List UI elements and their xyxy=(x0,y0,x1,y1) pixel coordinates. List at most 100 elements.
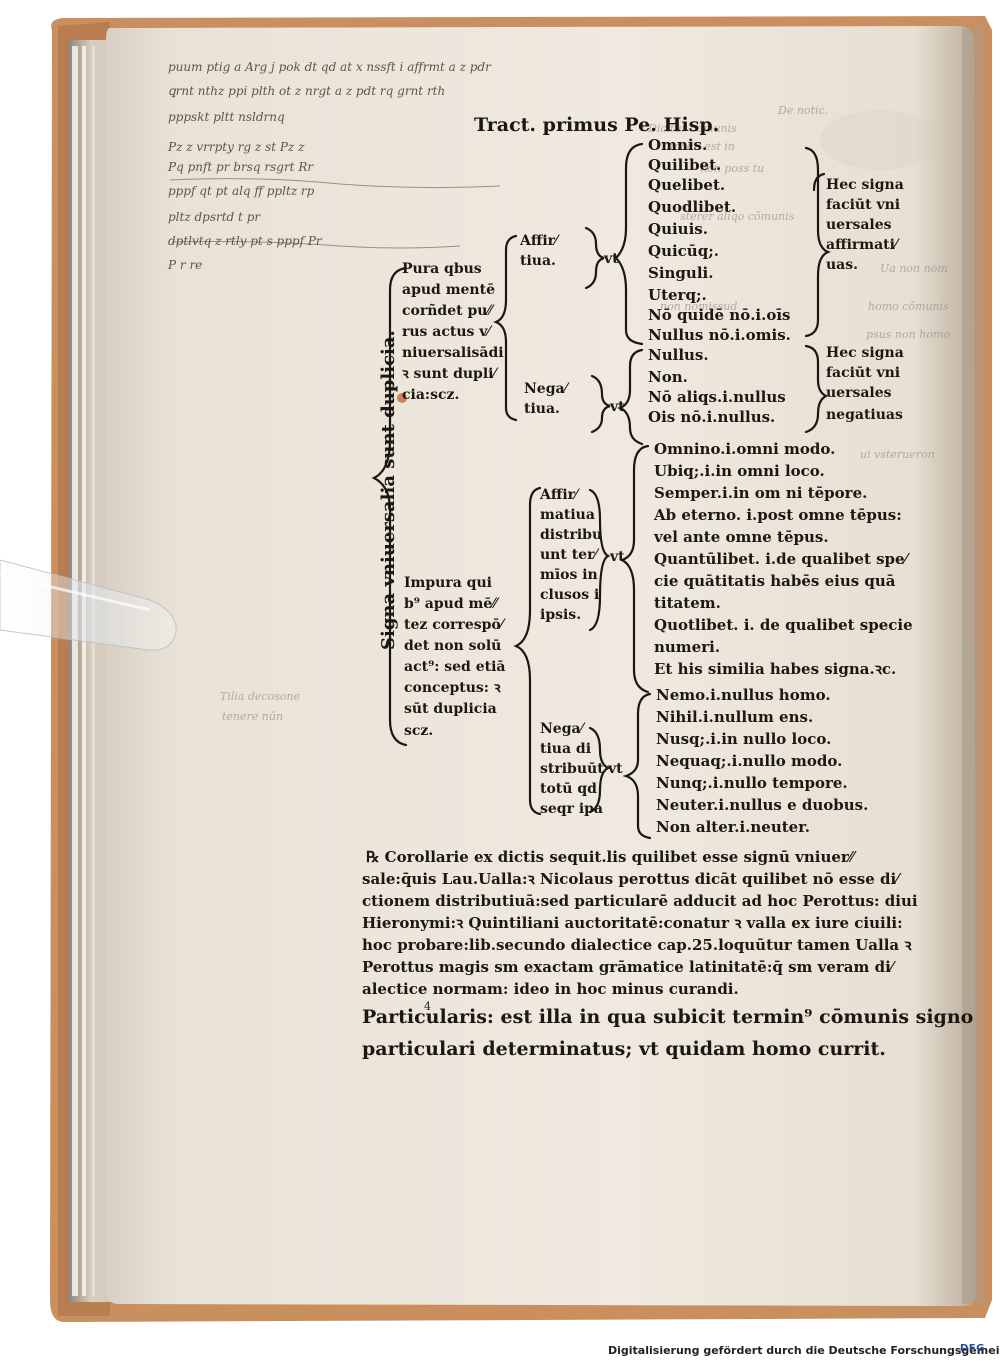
impura-affirmatiua-label: Affir⁄ xyxy=(540,487,578,503)
negatiua-note: uersales xyxy=(826,385,892,401)
pura-negatiua-label: Nega⁄ xyxy=(524,381,567,397)
pura-affirmatiua-label: tiua. xyxy=(520,253,556,269)
sign-word: Non. xyxy=(648,368,688,386)
sign-word: Nemo.i.nullus homo. xyxy=(656,686,831,704)
marginalia-line: puum ptig a Arg j pok dt qd at x nssft i… xyxy=(168,60,491,74)
marginalia-line: dptlvtq z rtly pt s pppf Pr xyxy=(168,234,322,248)
sign-word: Singuli. xyxy=(648,264,714,282)
sign-word: Nullus nō.i.omis. xyxy=(648,326,791,344)
affirmatiua-note: uas. xyxy=(826,257,859,273)
funding-credit: Digitalisierung gefördert durch die Deut… xyxy=(608,1344,1000,1357)
sign-word: Omnino.i.omni modo. xyxy=(654,440,836,458)
impura-text-line: sūt duplicia xyxy=(404,701,497,717)
sign-word: Et his similia habes signa.ꝛc. xyxy=(654,660,897,678)
affirmatiua-note: affirmati⁄ xyxy=(826,237,898,253)
sign-word: Nō quidē nō.i.oīs xyxy=(648,306,791,324)
ghost-text: psus non homo xyxy=(866,328,950,341)
impura-affirmatiua-label: distribu xyxy=(540,527,603,543)
sign-word: Quiuis. xyxy=(648,220,708,238)
ghost-text: Tilia decosone xyxy=(220,690,301,703)
sign-word: Quantūlibet. i.de qualibet spe⁄ xyxy=(654,550,908,568)
sign-word: Quelibet. xyxy=(648,176,726,194)
dfg-logo: DFG xyxy=(960,1343,985,1354)
sign-word: Quodlibet. xyxy=(648,198,737,216)
corollary-line: ctionem distributiuā:sed particularē add… xyxy=(362,892,918,910)
impura-negatiua-label: Nega⁄ xyxy=(540,721,583,737)
vt-connector: vt xyxy=(610,399,625,415)
impura-negatiua-label: stribuūt xyxy=(540,761,604,777)
sign-word: Semper.i.in om ni tēpore. xyxy=(654,484,868,502)
corollary-line: Perottus magis sm exactam grāmatice lati… xyxy=(362,958,894,976)
sign-word: Quilibet. xyxy=(648,156,722,174)
ghost-text: De notic. xyxy=(778,104,829,117)
pura-negatiua-label: tiua. xyxy=(524,401,560,417)
negatiua-note: negatiuas xyxy=(826,407,903,423)
sign-word: Nunq;.i.nullo tempore. xyxy=(656,774,848,792)
ghost-text: Ua non nom xyxy=(880,262,948,275)
sign-word: cie quātitatis habēs eius quā xyxy=(654,572,896,590)
running-header: Tract. primus Pe. Hisp. xyxy=(474,114,720,136)
vt-connector: vt xyxy=(610,549,625,565)
particularis-line: particulari determinatus; vt quidam homo… xyxy=(362,1038,886,1060)
marginalia-line: Pq pnft pr brsq rsgrt Rr xyxy=(168,160,314,174)
ghost-text: non poss tu xyxy=(700,162,765,175)
ghost-text: sterer aliqo cōmunis xyxy=(680,210,795,223)
affirmatiua-note: faciūt vni xyxy=(826,197,901,213)
sign-word: Nusq;.i.in nullo loco. xyxy=(656,730,832,748)
sign-word: Ab eterno. i.post omne tēpus: xyxy=(654,506,902,524)
affirmatiua-note: uersales xyxy=(826,217,892,233)
impura-text-line: Impura qui xyxy=(404,575,492,591)
impura-affirmatiua-label: matiua xyxy=(540,507,595,523)
pura-text-line: corñdet pu⁄⁄ xyxy=(402,303,493,319)
sign-word: Non alter.i.neuter. xyxy=(656,818,810,836)
marginalia-line: pppf qt pt alq ff ppltz rp xyxy=(168,184,315,198)
negatiua-note: Hec signa xyxy=(826,345,904,361)
sign-word: vel ante omne tēpus. xyxy=(654,528,829,546)
pura-text-line: rus actus v⁄ xyxy=(402,324,490,340)
impura-text-line: scz. xyxy=(404,723,434,739)
vt-connector: vt xyxy=(608,761,623,777)
impura-text-line: tez correspō⁄ xyxy=(404,617,504,633)
corollary-line: sale:q̄uis Lau.Ualla:ꝛ Nicolaus perottus… xyxy=(362,870,899,888)
corollary-line: alectice normam: ideo in hoc minus curan… xyxy=(362,980,739,998)
vt-connector: vt xyxy=(604,251,619,267)
marginalia-line: P r re xyxy=(168,258,203,272)
pura-text-line: ꝛ sunt dupli⁄ xyxy=(402,366,496,382)
pura-text-line: niuersalisādi xyxy=(402,345,504,361)
negatiua-note: faciūt vni xyxy=(826,365,901,381)
impura-affirmatiua-label: clusos i xyxy=(540,587,600,603)
impura-text-line: det non solū xyxy=(404,638,502,654)
sign-word: Omnis. xyxy=(648,136,708,154)
ghost-text: modo est in xyxy=(670,140,735,153)
sign-word: Nullus. xyxy=(648,346,709,364)
sign-word: titatem. xyxy=(654,594,721,612)
impura-affirmatiua-label: ipsis. xyxy=(540,607,582,623)
impura-text-line: b⁹ apud mē⁄⁄ xyxy=(404,596,497,612)
sign-word: Quotlibet. i. de qualibet specie xyxy=(654,616,913,634)
impura-affirmatiua-label: mīos in xyxy=(540,567,598,583)
pura-text-line: cia:scz. xyxy=(402,387,460,403)
sign-word: Nihil.i.nullum ens. xyxy=(656,708,814,726)
marginalia-line: ꝗrnt nthz ppi plth ot z nrgt a z pdt rq … xyxy=(168,84,446,98)
corollary-line: hoc probare:lib.secundo dialectice cap.2… xyxy=(362,936,912,954)
pura-affirmatiua-label: Affir⁄ xyxy=(520,233,558,249)
ghost-text: tenere nūn xyxy=(222,710,284,723)
impura-negatiua-label: totū qd xyxy=(540,781,597,797)
sign-word: Quicūq;. xyxy=(648,242,719,260)
impura-affirmatiua-label: unt ter⁄ xyxy=(540,547,597,563)
ghost-text: Dicitur cōmunis xyxy=(648,122,737,135)
sign-word: Neuter.i.nullus e duobus. xyxy=(656,796,869,814)
marginalia-line: pppskt pltt nsldrnq xyxy=(168,110,285,124)
marginalia-line: Pz z vrrpty rg z st Pz z xyxy=(168,140,305,154)
pura-text-line: apud mentē xyxy=(402,282,495,298)
corollary-line: Hieronymi:ꝛ Quintiliani auctoritatē:cona… xyxy=(362,914,903,932)
ghost-text: homo cōmunis xyxy=(868,300,949,313)
side-label-vertical: Signa vniuersalia sunt duplicia. xyxy=(378,330,399,650)
ghost-text: non nomissud xyxy=(660,300,738,313)
impura-text-line: act⁹: sed etiā xyxy=(404,659,506,675)
sign-word: Nequaq;.i.nullo modo. xyxy=(656,752,843,770)
impura-negatiua-label: tiua di xyxy=(540,741,592,757)
folio-mark: 4 xyxy=(424,1000,431,1013)
